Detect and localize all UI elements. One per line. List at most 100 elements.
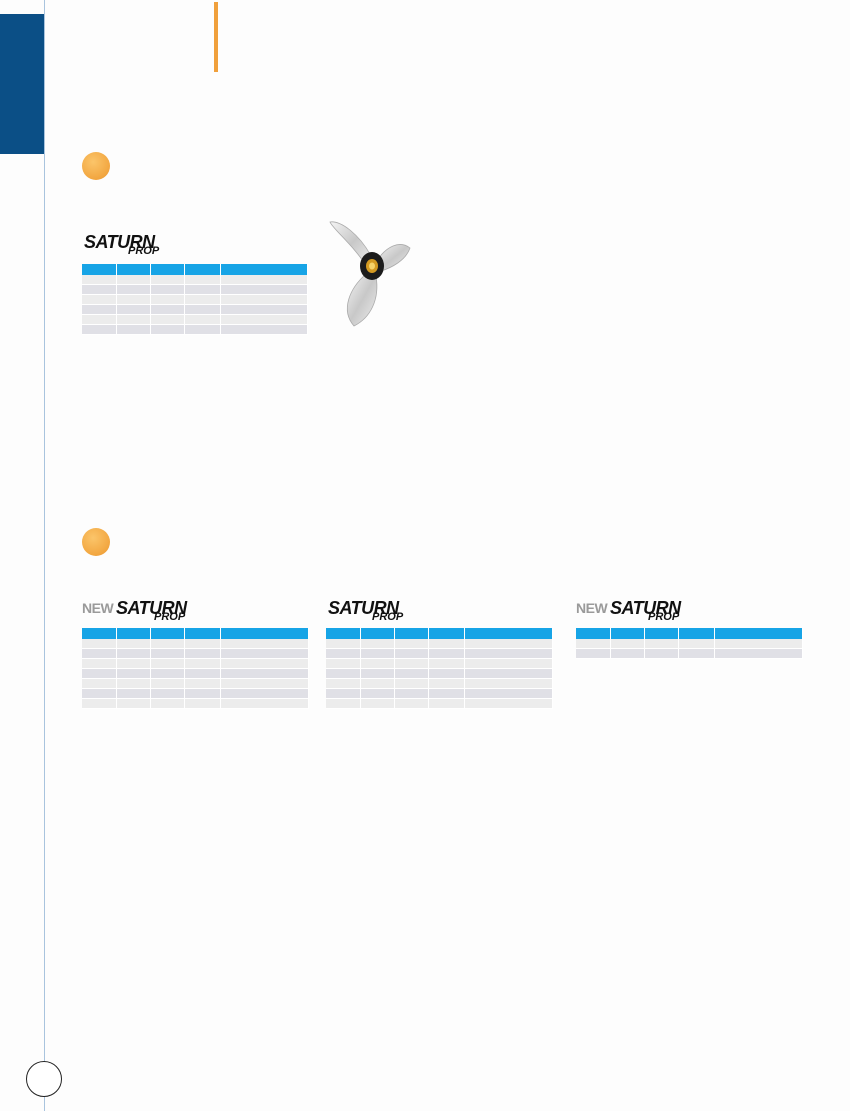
- table-header-row: [326, 628, 553, 639]
- table-cell: [220, 294, 308, 305]
- table-cell: [360, 648, 395, 659]
- table-cell: [360, 678, 395, 689]
- table-row: [82, 648, 309, 659]
- table-cell: [220, 658, 309, 669]
- table-cell: [82, 284, 117, 295]
- table-header-cell: [150, 628, 185, 639]
- table-header-cell: [464, 628, 553, 639]
- table-cell: [150, 648, 185, 659]
- table-cell: [360, 658, 395, 669]
- table-cell: [220, 275, 308, 285]
- table-cell: [184, 688, 221, 699]
- table-cell: [184, 294, 221, 305]
- section-2-bullet-icon: [82, 528, 110, 556]
- header-accent-rule: [214, 2, 218, 72]
- table-cell: [326, 698, 361, 709]
- table-header-cell: [576, 628, 611, 639]
- table-row: [82, 668, 309, 679]
- table-cell: [360, 668, 395, 679]
- table-cell: [394, 639, 429, 649]
- logo-sub: PROP: [372, 611, 404, 623]
- logo-brand: SATURN: [84, 232, 155, 252]
- table-cell: [326, 688, 361, 699]
- table-cell: [576, 639, 611, 649]
- table-cell: [116, 648, 151, 659]
- table-cell: [150, 688, 185, 699]
- spec-table: [82, 628, 309, 709]
- table-cell: [150, 639, 185, 649]
- table-cell: [116, 668, 151, 679]
- table-cell: [428, 639, 465, 649]
- table-cell: [82, 678, 117, 689]
- logo-brand: SATURN: [610, 598, 681, 618]
- table-cell: [360, 698, 395, 709]
- table-cell: [644, 639, 679, 649]
- table-cell: [428, 658, 465, 669]
- logo-new: NEW: [82, 600, 114, 616]
- table-header-cell: [714, 628, 803, 639]
- table-cell: [464, 648, 553, 659]
- new-saturn-prop-logo: NEW SATURN PROP: [82, 598, 197, 628]
- spec-table: [326, 628, 553, 709]
- page-number-circle-icon: [26, 1061, 62, 1097]
- page-margin-line: [44, 0, 45, 1111]
- table-cell: [394, 668, 429, 679]
- table-row: [82, 688, 309, 699]
- propeller-image: [329, 221, 411, 327]
- table-row: [82, 304, 308, 315]
- table-cell: [150, 275, 185, 285]
- table-cell: [220, 678, 309, 689]
- chapter-tab: [0, 14, 44, 154]
- table-cell: [150, 698, 185, 709]
- table-cell: [82, 324, 117, 335]
- table-row: [326, 698, 553, 709]
- table-header-cell: [82, 264, 117, 275]
- section-1-bullet-icon: [82, 152, 110, 180]
- table-header-cell: [394, 628, 429, 639]
- table-header-cell: [116, 264, 151, 275]
- table-cell: [326, 678, 361, 689]
- table-cell: [394, 648, 429, 659]
- table-cell: [464, 658, 553, 669]
- table-cell: [116, 314, 151, 325]
- table-cell: [326, 639, 361, 649]
- table-cell: [82, 698, 117, 709]
- table-cell: [326, 648, 361, 659]
- table-header-cell: [82, 628, 117, 639]
- table-row: [326, 658, 553, 669]
- table-header-cell: [150, 264, 185, 275]
- table-row: [82, 275, 308, 285]
- table-cell: [82, 314, 117, 325]
- table-cell: [82, 658, 117, 669]
- table-cell: [326, 658, 361, 669]
- table-row: [326, 688, 553, 699]
- table-cell: [184, 284, 221, 295]
- table-row: [82, 314, 308, 325]
- table-cell: [184, 668, 221, 679]
- saturn-prop-logo: SATURN PROP: [328, 598, 418, 628]
- table-cell: [678, 639, 715, 649]
- new-saturn-prop-logo: NEW SATURN PROP: [576, 598, 691, 628]
- table-cell: [150, 678, 185, 689]
- logo-sub: PROP: [128, 245, 160, 257]
- table-row: [576, 639, 803, 649]
- table-cell: [116, 678, 151, 689]
- table-cell: [394, 678, 429, 689]
- table-cell: [394, 698, 429, 709]
- table-cell: [116, 658, 151, 669]
- table-cell: [116, 639, 151, 649]
- table-cell: [82, 688, 117, 699]
- table-cell: [184, 304, 221, 315]
- table-cell: [428, 648, 465, 659]
- table-cell: [428, 698, 465, 709]
- table-cell: [464, 698, 553, 709]
- table-row: [326, 668, 553, 679]
- spec-table: [82, 264, 308, 335]
- logo-sub: PROP: [154, 611, 186, 623]
- table-cell: [644, 648, 679, 659]
- table-cell: [394, 658, 429, 669]
- table-cell: [220, 324, 308, 335]
- table-row: [82, 639, 309, 649]
- table-row: [82, 294, 308, 305]
- table-row: [82, 324, 308, 335]
